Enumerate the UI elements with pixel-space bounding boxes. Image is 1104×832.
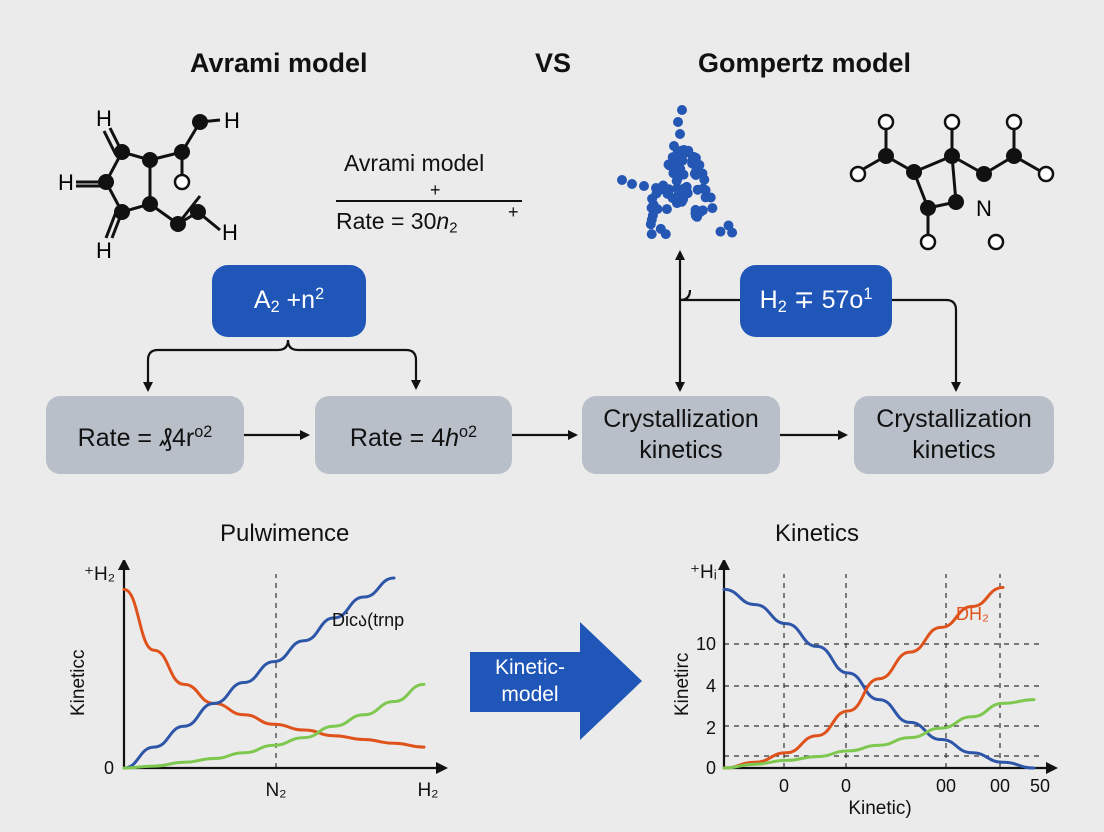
cluster-particle bbox=[617, 175, 627, 185]
series-line-0 bbox=[122, 587, 426, 749]
y-axis-label: Kinetirc bbox=[672, 653, 693, 716]
cluster-particle bbox=[676, 196, 687, 207]
x-tick-label: N₂ bbox=[265, 780, 286, 801]
y-top-label: ⁺H₂ bbox=[84, 564, 115, 585]
cluster-particle bbox=[715, 226, 726, 237]
series-annotation: Dicა(trnp bbox=[332, 610, 404, 630]
left-chart-title: Pulwimence bbox=[220, 520, 350, 547]
y-axis-arrowhead bbox=[118, 560, 130, 570]
cluster-particle bbox=[668, 152, 679, 163]
cluster-particle bbox=[699, 174, 710, 185]
series-annotation: DH₂ bbox=[956, 604, 989, 624]
crystallization-box-1: Crystallization kinetics bbox=[582, 396, 780, 474]
cluster-particle bbox=[672, 161, 683, 172]
right-molecule-structure: N bbox=[849, 113, 1055, 251]
h-label: H bbox=[222, 220, 238, 245]
series-line-2 bbox=[122, 682, 426, 770]
h-label: H bbox=[96, 238, 112, 263]
formula-plus: + bbox=[430, 180, 441, 200]
cluster-particle bbox=[707, 203, 718, 214]
cluster-particle bbox=[648, 199, 659, 210]
series-line-1 bbox=[122, 576, 396, 770]
x-tick-label: H₂ bbox=[417, 780, 438, 801]
x-tick-label: 0 bbox=[779, 776, 789, 796]
y-tick-label: 0 bbox=[706, 758, 716, 778]
right-formula-box: H2 ∓ 57o1 bbox=[740, 265, 892, 337]
n-label: N bbox=[976, 196, 992, 221]
cluster-particle bbox=[651, 188, 662, 199]
rate-box-1: Rate = ₰4ro2 bbox=[46, 396, 244, 474]
h-label: H bbox=[224, 108, 240, 133]
formula-divider bbox=[336, 200, 522, 202]
y-tick-label: 4 bbox=[706, 676, 716, 696]
left-molecule-structure: H H H H H bbox=[58, 106, 240, 263]
cluster-particle bbox=[673, 117, 683, 127]
right-chart-title: Kinetics bbox=[775, 520, 860, 547]
h-label: H bbox=[58, 170, 74, 195]
kinetic-model-label: Kinetic- model bbox=[494, 656, 566, 706]
formula-top: Avrami model bbox=[344, 150, 485, 176]
formula-rate-plus: + bbox=[508, 202, 519, 222]
cluster-particle bbox=[661, 204, 672, 215]
cluster-particle bbox=[655, 223, 666, 234]
y-top-label: ⁺Hᵢ bbox=[690, 562, 717, 583]
cluster-particle bbox=[639, 181, 649, 191]
x-tick-label: 50 bbox=[1030, 776, 1050, 796]
cluster-particle bbox=[658, 180, 669, 191]
cluster-particle bbox=[723, 220, 734, 231]
cluster-particle bbox=[705, 192, 716, 203]
x-tick-label: 00 bbox=[936, 776, 956, 796]
cluster-particle bbox=[680, 147, 691, 158]
cluster-particle bbox=[700, 185, 711, 196]
particle-cluster bbox=[617, 105, 738, 240]
cluster-particle bbox=[646, 229, 657, 240]
h-label: H bbox=[96, 106, 112, 131]
crystallization-box-2: Crystallization kinetics bbox=[854, 396, 1054, 474]
cluster-particle bbox=[691, 165, 702, 176]
x-tick-label: 0 bbox=[841, 776, 851, 796]
right-title: Gompertz model bbox=[698, 48, 912, 78]
x-axis-label: Kinetic) bbox=[848, 798, 911, 819]
series-line-2 bbox=[722, 698, 1036, 770]
formula-rate: Rate = 30n2 bbox=[336, 208, 458, 237]
series-line-0 bbox=[722, 587, 1036, 770]
origin-tick-label: 0 bbox=[104, 758, 114, 778]
x-tick-label: 00 bbox=[990, 776, 1010, 796]
cluster-particle bbox=[690, 208, 701, 219]
y-axis-arrowhead bbox=[718, 560, 730, 570]
y-tick-label: 2 bbox=[706, 718, 716, 738]
rate-box-2: Rate = 4ho2 bbox=[315, 396, 512, 474]
left-line-chart: ⁺H₂ Kineticc 0N₂ H₂ Dicა(trnp bbox=[68, 560, 448, 801]
left-formula-box: A2 +n2 bbox=[212, 265, 366, 337]
y-tick-label: 10 bbox=[696, 634, 716, 654]
cluster-particle bbox=[692, 184, 703, 195]
kinetic-model-arrow bbox=[470, 622, 642, 740]
cluster-particle bbox=[663, 159, 674, 170]
x-axis-arrowhead bbox=[436, 762, 448, 774]
cluster-particle bbox=[646, 214, 657, 225]
left-title: Avrami model bbox=[190, 48, 368, 78]
cluster-particle bbox=[677, 105, 687, 115]
series-line-1 bbox=[722, 586, 1005, 770]
x-axis-arrowhead bbox=[1046, 762, 1058, 774]
cluster-particle bbox=[627, 179, 637, 189]
cluster-particle bbox=[672, 183, 683, 194]
vs-label: VS bbox=[535, 48, 572, 78]
cluster-particle bbox=[675, 129, 685, 139]
y-axis-label: Kineticc bbox=[68, 649, 89, 716]
